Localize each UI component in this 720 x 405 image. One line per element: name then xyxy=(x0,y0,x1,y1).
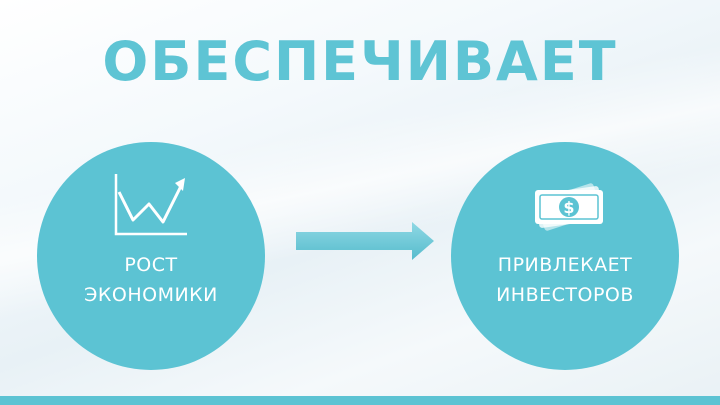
investors-line2: ИНВЕСТОРОВ xyxy=(496,284,634,306)
investors-label: ПРИВЛЕКАЕТ ИНВЕСТОРОВ xyxy=(451,250,679,310)
money-icon: $ xyxy=(535,183,603,231)
slide-title: ОБЕСПЕЧИВАЕТ xyxy=(102,30,618,93)
dollar-sign: $ xyxy=(563,198,574,217)
arrow-right-icon xyxy=(296,222,434,260)
economy-growth-line2: ЭКОНОМИКИ xyxy=(84,284,218,306)
economy-growth-circle: РОСТ ЭКОНОМИКИ xyxy=(37,142,265,370)
economy-growth-line1: РОСТ xyxy=(124,254,178,276)
growth-chart-icon xyxy=(114,174,187,236)
economy-growth-label: РОСТ ЭКОНОМИКИ xyxy=(37,250,265,310)
investors-line1: ПРИВЛЕКАЕТ xyxy=(497,254,633,276)
bottom-accent-bar xyxy=(0,396,720,405)
investors-circle: $ ПРИВЛЕКАЕТ ИНВЕСТОРОВ xyxy=(451,142,679,370)
